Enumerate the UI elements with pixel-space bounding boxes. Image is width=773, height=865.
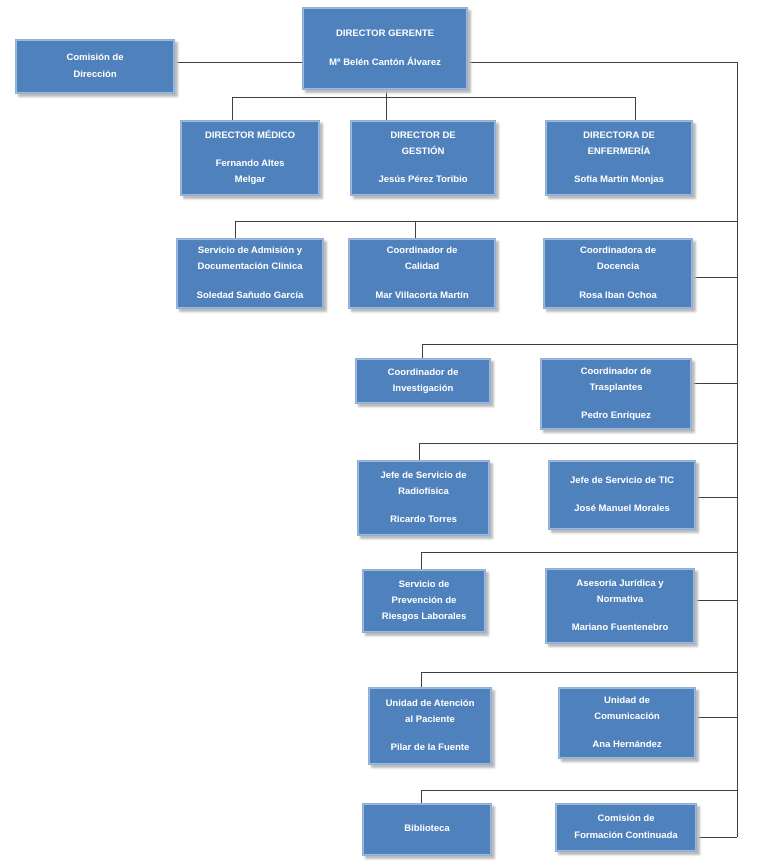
connector-row3-bracket: [235, 221, 737, 222]
connector-docencia-right-stub: [693, 277, 737, 278]
connector-row6-bracket: [421, 552, 737, 553]
org-node-jefe-tic: Jefe de Servicio de TIC José Manuel Moral…: [548, 460, 696, 530]
org-node-director-gerente: DIRECTOR GERENTE Mª Belén Cantón Álvarez: [302, 7, 468, 90]
connector-row7-bracket: [421, 672, 737, 673]
org-node-person: Mar Villacorta Martín: [375, 289, 469, 301]
connector-prevencion-stub: [421, 552, 422, 569]
org-node-person: Jesús Pérez Toribio: [378, 174, 468, 186]
org-node-title: Biblioteca: [404, 823, 450, 835]
org-node-prevencion-riesgos: Servicio de Prevención de Riesgos Labora…: [362, 569, 486, 633]
org-node-title: DIRECTOR GERENTE: [335, 28, 434, 40]
connector-gerente-gestion-stub: [386, 90, 387, 120]
org-node-title: Unidad de Atención al Paciente: [385, 697, 475, 725]
connector-investigacion-stub: [422, 344, 423, 358]
org-node-comision-formacion: Comisión de Formación Continuada: [555, 803, 697, 852]
org-node-title: Comisión de Dirección: [66, 52, 124, 80]
connector-medico-stub: [232, 97, 233, 120]
connector-trasplantes-right-stub: [692, 383, 737, 384]
org-node-title: Coordinador de Investigación: [387, 366, 459, 394]
org-node-title: Servicio de Admisión y Documentación Clí…: [197, 245, 303, 273]
connector-enfermeria-stub: [635, 97, 636, 120]
org-node-title: Coordinador de Trasplantes: [580, 365, 652, 393]
org-node-person: José Manuel Morales: [574, 503, 670, 514]
org-node-person: Fernando Altes Melgar: [215, 157, 285, 186]
connector-admision-stub: [235, 221, 236, 238]
connector-atencion-stub: [421, 672, 422, 687]
org-node-person: Ana Hernández: [592, 739, 662, 751]
org-node-title: DIRECTOR DE GESTIÓN: [390, 129, 456, 157]
org-node-person: Mª Belén Cantón Álvarez: [329, 56, 441, 68]
connector-comunicacion-right-stub: [696, 717, 737, 718]
org-node-person: Pedro Enríquez: [581, 410, 651, 422]
org-node-title: Unidad de Comunicación: [594, 694, 660, 722]
org-node-comision-direccion: Comisión de Dirección: [15, 39, 175, 94]
connector-formacion-right-stub: [697, 837, 737, 838]
org-node-title: Jefe de Servicio de Radiofísica: [380, 469, 467, 497]
connector-row2-bracket: [232, 97, 635, 98]
connector-row5-bracket: [419, 443, 737, 444]
org-node-title: Coordinadora de Docencia: [579, 245, 656, 273]
connector-biblioteca-stub: [421, 790, 422, 803]
org-node-coordinador-investigacion: Coordinador de Investigación: [355, 358, 491, 404]
org-node-title: Coordinador de Calidad: [386, 245, 458, 273]
org-node-director-medico: DIRECTOR MÉDICO Fernando Altes Melgar: [180, 120, 320, 196]
org-node-title: DIRECTOR MÉDICO: [204, 129, 296, 141]
org-node-biblioteca: Biblioteca: [362, 803, 492, 856]
org-node-person: Sofía Martín Monjas: [574, 174, 664, 186]
connector-radiofisica-stub: [419, 443, 420, 460]
org-node-title: Servicio de Prevención de Riesgos Labora…: [381, 578, 467, 623]
connector-row8-bracket: [421, 790, 737, 791]
org-node-title: Jefe de Servicio de TIC: [569, 474, 674, 486]
org-node-person: Soledad Sañudo García: [196, 289, 304, 301]
connector-tic-right-stub: [696, 497, 737, 498]
org-node-title: DIRECTORA DE ENFERMERÍA: [583, 129, 655, 157]
org-node-person: Ricardo Torres: [390, 514, 457, 526]
connector-row4-bracket: [422, 344, 737, 345]
org-node-person: Mariano Fuentenebro: [571, 622, 669, 634]
connector-right-trunk: [737, 62, 738, 837]
org-node-title: Asesoría Jurídica y Normativa: [576, 577, 664, 605]
org-node-person: Rosa Iban Ochoa: [579, 289, 657, 301]
org-node-directora-enfermeria: DIRECTORA DE ENFERMERÍA Sofía Martín Monj…: [545, 120, 693, 196]
org-node-admision-documentacion: Servicio de Admisión y Documentación Clí…: [176, 238, 324, 309]
connector-calidad-stub: [415, 221, 416, 238]
connector-asesoria-right-stub: [695, 600, 737, 601]
org-node-title: Comisión de Formación Continuada: [574, 813, 678, 841]
org-node-person: Pilar de la Fuente: [390, 742, 470, 754]
org-node-director-gestion: DIRECTOR DE GESTIÓN Jesús Pérez Toribio: [350, 120, 496, 196]
